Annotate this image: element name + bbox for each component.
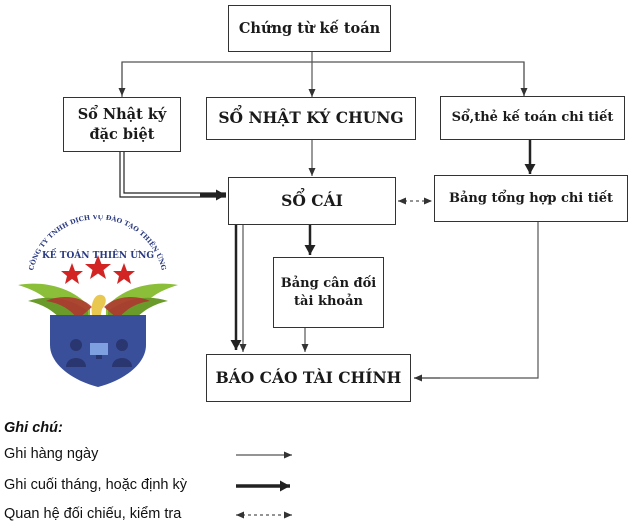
legend-item-reconcile: Quan hệ đối chiếu, kiểm tra [4,506,182,522]
node-chung-tu: Chứng từ kế toán [228,5,391,52]
node-so-the-chi-tiet-label: Sổ,thẻ kế toán chi tiết [451,110,614,126]
node-so-cai-label: SỔ CÁI [281,190,343,210]
logo-stars [61,255,135,284]
logo-name: KẾ TOÁN THIÊN ỨNG [42,248,154,261]
node-nhat-ky-chung-label: SỔ NHẬT KÝ CHUNG [218,108,404,128]
legend-title: Ghi chú: [4,420,63,436]
node-bao-cao-label: BÁO CÁO TÀI CHÍNH [215,367,402,387]
node-nhat-ky-dac-biet: Sổ Nhật ký đặc biệt [63,97,181,152]
label-line-2: đặc biệt [89,125,155,143]
node-bao-cao: BÁO CÁO TÀI CHÍNH [206,354,411,402]
node-tong-hop-chi-tiet: Bảng tổng hợp chi tiết [434,175,628,222]
label-line-1: Sổ Nhật ký [77,105,167,123]
company-logo: CÔNG TY TNHH DỊCH VỤ ĐÀO TẠO THIÊN ỨNG K… [18,215,178,387]
periodic-flow-lines [119,140,536,350]
label-line-1: Bảng cân đối [280,275,377,291]
logo-wings [18,283,178,325]
logo-monitor-icon [90,343,108,355]
node-tong-hop-chi-tiet-label: Bảng tổng hợp chi tiết [448,190,613,206]
node-can-doi: Bảng cân đối tài khoản [273,257,384,328]
label-line-2: tài khoản [294,293,363,309]
node-can-doi-label: Bảng cân đối tài khoản [281,275,377,310]
node-so-the-chi-tiet: Sổ,thẻ kế toán chi tiết [440,96,625,140]
node-chung-tu-label: Chứng từ kế toán [238,19,381,37]
node-so-cai: SỔ CÁI [228,177,396,225]
logo-people-icon [66,339,132,367]
legend-item-periodic: Ghi cuối tháng, hoặc định kỳ [4,477,187,493]
daily-flow-lines [118,52,539,382]
legend-item-daily: Ghi hàng ngày [4,446,99,462]
logo-eagle-icon [91,294,106,319]
node-nhat-ky-dac-biet-label: Sổ Nhật ký đặc biệt [78,105,167,144]
node-nhat-ky-chung: SỔ NHẬT KÝ CHUNG [206,97,416,140]
